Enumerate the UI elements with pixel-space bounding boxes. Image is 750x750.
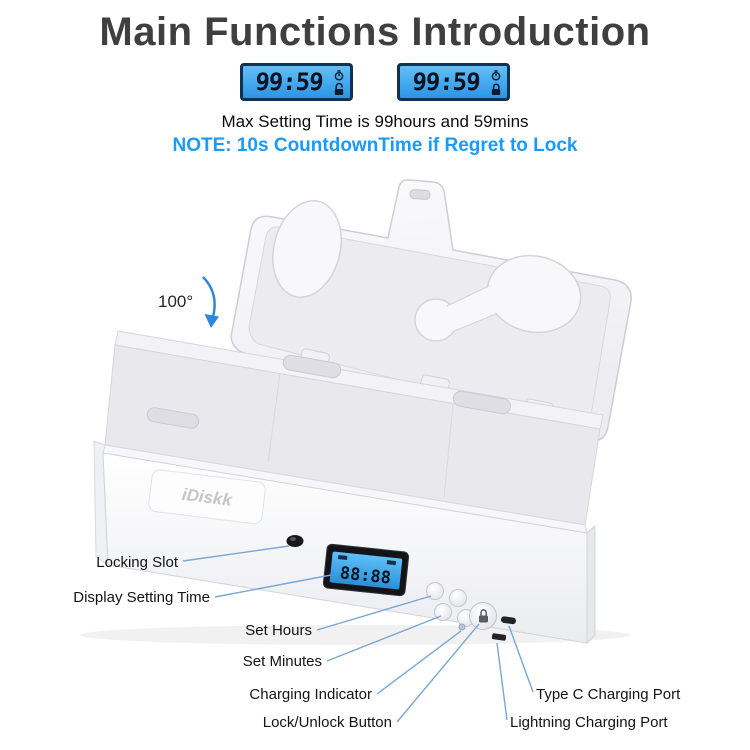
lcd-time-locked: 99:59: [411, 68, 481, 96]
callout-set-minutes: Set Minutes: [242, 653, 322, 670]
device-controls: 88:88: [286, 535, 516, 641]
callout-charging-indicator: Charging Indicator: [249, 686, 372, 703]
lcd-display-unlocked: 99:59: [240, 63, 353, 101]
timer-icon: [334, 70, 343, 81]
brand-label: iDiskk: [148, 469, 266, 525]
product-render: iDiskk 88:88: [80, 179, 632, 645]
lid-cutout-oval: [272, 200, 342, 298]
callout-lightning-port: Lightning Charging Port: [510, 714, 668, 731]
callout-type-c-port: Type C Charging Port: [536, 686, 681, 703]
lcd-displays: 99:59 99:59: [0, 63, 750, 101]
leader-lightning: [496, 642, 508, 721]
interior-slot: [452, 390, 512, 415]
interior-slot: [282, 354, 342, 379]
lcd-icons-unlocked: [330, 68, 347, 96]
note-text: NOTE: 10s CountdownTime if Regret to Loc…: [172, 135, 578, 156]
callout-locking-slot: Locking Slot: [96, 554, 178, 571]
left-end-cap: [93, 440, 109, 566]
set-hours-button: [426, 582, 444, 600]
closed-padlock-icon: [491, 83, 500, 95]
callout-lock-unlock-button: Lock/Unlock Button: [262, 714, 392, 731]
device-screen: 88:88: [322, 543, 410, 597]
max-time-text: Max Setting Time is 99hours and 59mins: [221, 112, 529, 131]
page-title: Main Functions Introduction: [99, 10, 651, 54]
callout-set-hours: Set Hours: [245, 622, 312, 639]
charging-indicator-led: [458, 623, 466, 631]
lid-lock-tab-slot: [409, 189, 431, 200]
lid-cutout-neck: [447, 286, 496, 331]
lightning-port: [491, 633, 507, 641]
rotation-arrow-icon: [202, 276, 219, 328]
interior-slot: [146, 407, 200, 429]
lid-cutout-blob: [486, 254, 582, 334]
open-padlock-icon: [334, 82, 343, 95]
locking-slot: [286, 535, 304, 547]
lcd-display-locked: 99:59: [397, 63, 510, 101]
lcd-time-unlocked: 99:59: [254, 68, 324, 96]
callout-display-setting-time: Display Setting Time: [73, 589, 210, 606]
device-lid: [230, 179, 632, 442]
angle-label: 100°: [158, 292, 194, 311]
timer-icon: [491, 70, 500, 81]
set-minutes-button: [434, 603, 452, 621]
lcd-icons-locked: [487, 68, 504, 96]
type-c-port: [500, 616, 516, 625]
right-end-cap: [586, 524, 596, 645]
extra-button-top: [449, 589, 467, 607]
lock-unlock-button: [469, 602, 497, 630]
